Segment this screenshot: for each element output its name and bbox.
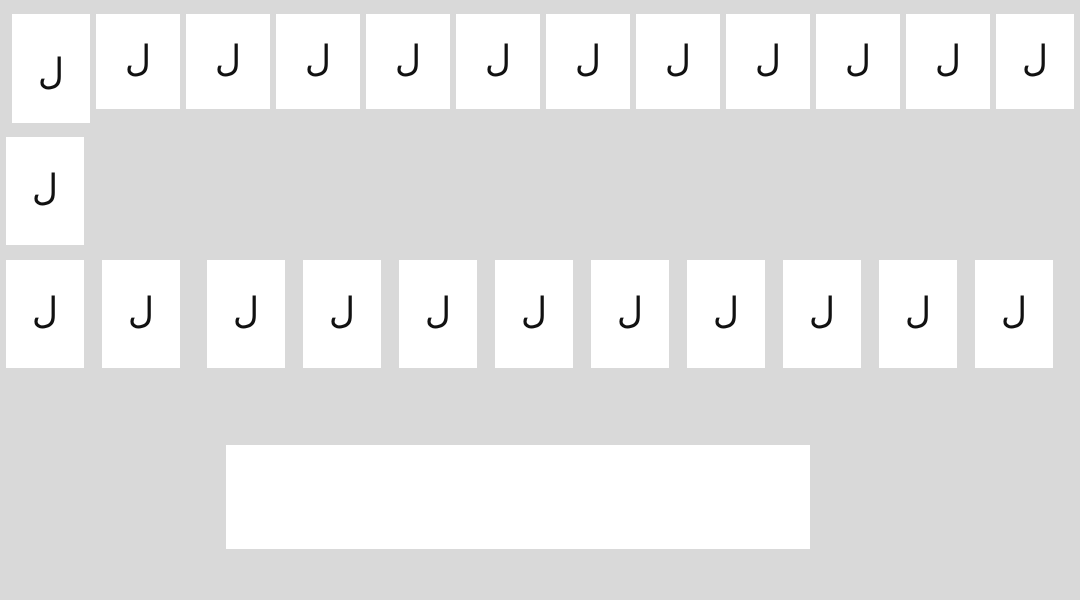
key-row3-7[interactable]: ل	[591, 260, 669, 368]
key-label: ل	[232, 291, 260, 332]
key-label: ل	[328, 291, 356, 332]
key-label: ل	[127, 291, 155, 332]
key-row3-1[interactable]: ل	[6, 260, 84, 368]
key-label: ل	[484, 38, 512, 80]
key-label: ل	[424, 291, 452, 332]
key-label: ل	[304, 38, 332, 80]
key-label: ل	[31, 291, 59, 332]
key-label: ل	[214, 38, 242, 80]
key-row3-8[interactable]: ل	[687, 260, 765, 368]
key-row3-2[interactable]: ل	[102, 260, 180, 368]
key-row3-11[interactable]: ل	[975, 260, 1053, 368]
key-label: ل	[124, 38, 152, 80]
key-label: ل	[394, 38, 422, 80]
key-row1-2[interactable]: ل	[96, 14, 180, 109]
key-row1-8[interactable]: ل	[636, 14, 720, 109]
key-label: ل	[31, 168, 59, 209]
key-label: ل	[844, 38, 872, 80]
key-label: ل	[712, 291, 740, 332]
key-label: ل	[1021, 38, 1049, 80]
key-row1-3[interactable]: ل	[186, 14, 270, 109]
key-row3-9[interactable]: ل	[783, 260, 861, 368]
key-row1-6[interactable]: ل	[456, 14, 540, 109]
key-row3-3[interactable]: ل	[207, 260, 285, 368]
key-label: ل	[1000, 291, 1028, 332]
key-row3-10[interactable]: ل	[879, 260, 957, 368]
key-row3-4[interactable]: ل	[303, 260, 381, 368]
key-label: ل	[520, 291, 548, 332]
key-label: ل	[37, 51, 65, 93]
key-row2-1[interactable]: ل	[6, 137, 84, 245]
key-label: ل	[616, 291, 644, 332]
key-row1-4[interactable]: ل	[276, 14, 360, 109]
key-row1-1[interactable]: ل	[12, 14, 90, 123]
key-label: ل	[904, 291, 932, 332]
key-row3-5[interactable]: ل	[399, 260, 477, 368]
key-row1-11[interactable]: ل	[906, 14, 990, 109]
key-row1-5[interactable]: ل	[366, 14, 450, 109]
key-label: ل	[754, 38, 782, 80]
key-label: ل	[934, 38, 962, 80]
key-label: ل	[574, 38, 602, 80]
key-row1-12[interactable]: ل	[996, 14, 1074, 109]
key-label: ل	[664, 38, 692, 80]
key-row1-10[interactable]: ل	[816, 14, 900, 109]
key-label: ل	[808, 291, 836, 332]
key-row3-6[interactable]: ل	[495, 260, 573, 368]
space-bar[interactable]	[226, 445, 810, 549]
key-row1-7[interactable]: ل	[546, 14, 630, 109]
key-row1-9[interactable]: ل	[726, 14, 810, 109]
